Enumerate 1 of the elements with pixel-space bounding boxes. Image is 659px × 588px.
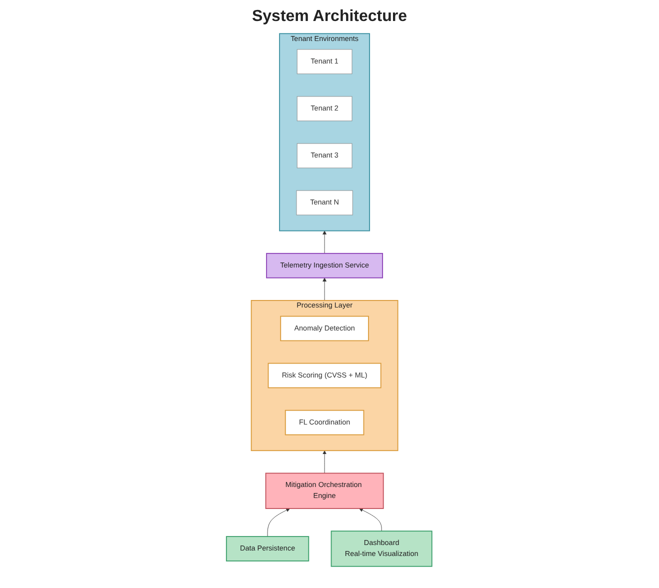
diagram-title: System Architecture (250, 8, 408, 26)
